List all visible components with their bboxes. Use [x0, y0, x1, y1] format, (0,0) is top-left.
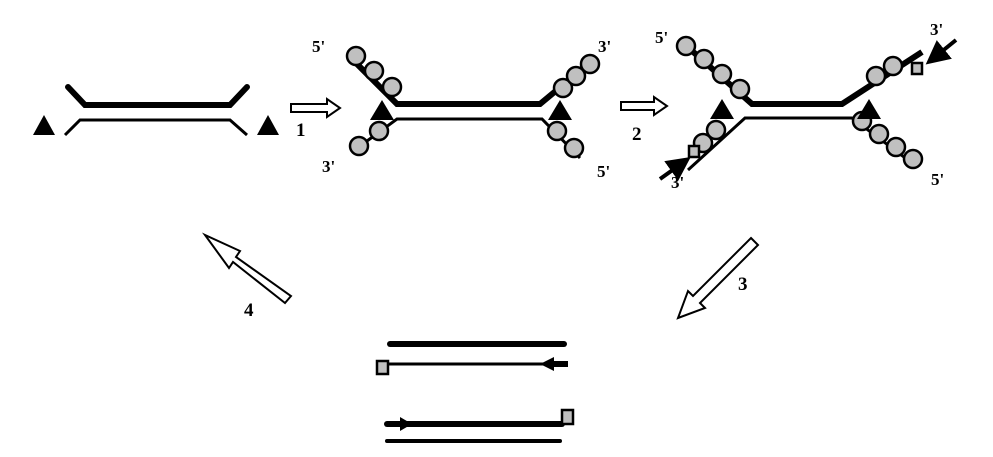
end-label: 3' [322, 157, 335, 176]
protein-circle [675, 35, 697, 57]
panel-1-duplex [33, 84, 279, 137]
strand-thick [65, 84, 250, 108]
protein-circle [363, 60, 385, 82]
polymerase-arrow-icon [658, 157, 691, 181]
triangle-right-icon [857, 99, 881, 119]
end-label: 3' [930, 20, 943, 39]
protein-circle [565, 65, 587, 87]
protein-circle [865, 65, 887, 87]
protein-circle [705, 119, 727, 141]
step-arrow-3: 3 [676, 236, 760, 320]
hollow-arrow-right-icon [290, 97, 342, 119]
daughter-duplex-2 [384, 408, 575, 443]
protein-circle [729, 78, 751, 100]
triangle-left-icon [370, 100, 394, 120]
daughter-duplex-1 [375, 341, 568, 376]
protein-circle [381, 76, 403, 98]
protein-circle [348, 135, 370, 157]
primer-square-icon [560, 408, 575, 426]
end-label: 5' [597, 162, 610, 181]
protein-circle [345, 45, 367, 67]
protein-circle [902, 148, 924, 170]
step-arrow-4: 4 [201, 232, 293, 321]
protein-circle [868, 123, 890, 145]
step-label-2: 2 [632, 124, 642, 145]
primer-square-icon [910, 61, 924, 76]
protein-circle [563, 137, 585, 159]
step-label-1: 1 [296, 120, 306, 141]
protein-circle [552, 77, 574, 99]
end-label: 3' [598, 37, 611, 56]
protein-circle [579, 53, 601, 75]
hollow-arrow-down-left-icon [676, 236, 760, 320]
hollow-arrow-right-icon [620, 95, 669, 117]
triangle-left-icon [33, 115, 55, 135]
step-label-3: 3 [738, 274, 748, 295]
arrowhead-left-icon [540, 357, 554, 371]
strand-thin [63, 118, 248, 137]
hollow-arrow-up-left-icon [201, 232, 293, 305]
triangle-right-icon [257, 115, 279, 135]
end-label: 5' [655, 28, 668, 47]
step-arrow-1: 1 [290, 97, 342, 141]
panel-2-protein-bound-fork: 5' 3' 3' 5' [312, 37, 611, 181]
protein-circle [711, 63, 733, 85]
protein-circle [882, 55, 904, 77]
step-label-4: 4 [244, 300, 254, 321]
step-arrow-2: 2 [620, 95, 669, 145]
triangle-left-icon [710, 99, 734, 119]
polymerase-arrow-icon [925, 38, 958, 65]
protein-circle [368, 120, 390, 142]
arrowhead-right-icon [400, 417, 412, 431]
end-label: 3' [671, 173, 684, 192]
primer-square-icon [375, 359, 390, 376]
panel-3-primed-fork: 5' 3' 3' 5' [655, 20, 958, 192]
protein-circle [693, 48, 715, 70]
primer-square-icon [687, 144, 701, 159]
end-label: 5' [312, 37, 325, 56]
protein-circle [546, 120, 568, 142]
triangle-right-icon [548, 100, 572, 120]
protein-circle [885, 136, 907, 158]
end-label: 5' [931, 170, 944, 189]
